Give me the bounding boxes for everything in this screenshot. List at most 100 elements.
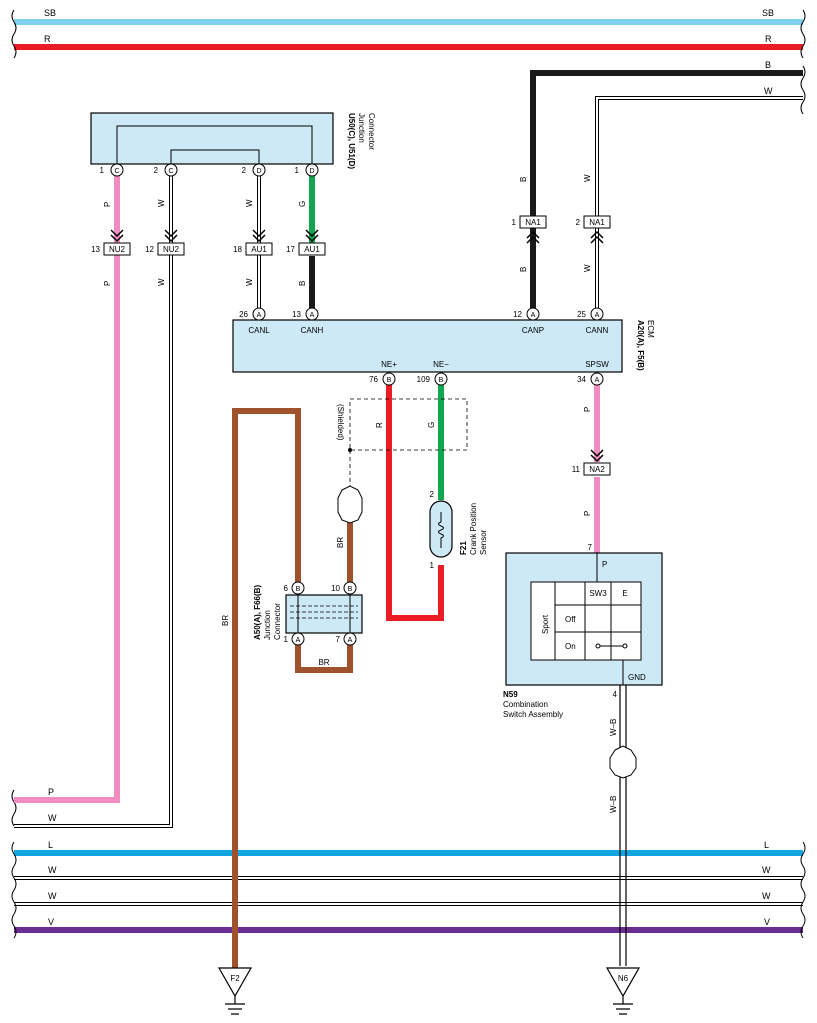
wire-label: W–B	[609, 796, 618, 813]
pin-conn-letter: D	[309, 168, 314, 175]
combo-switch-internal-wires	[596, 553, 624, 685]
shielded-label: (Shielded)	[336, 404, 345, 441]
crank-sensor-coil	[438, 512, 444, 548]
pin-number: 109	[417, 375, 431, 384]
wire-label: G	[298, 201, 307, 207]
wire-label: W–B	[609, 719, 618, 736]
pin-number: 1	[295, 166, 300, 175]
crank-sensor-pin-bottom: 1	[430, 561, 435, 570]
combo-switch-col-e: E	[622, 589, 627, 598]
bus-label-v-right: V	[764, 917, 770, 927]
junction-internal-link-2	[170, 149, 260, 164]
ground-label: F2	[230, 974, 240, 983]
connector-pin: 13	[91, 245, 100, 254]
combo-switch-row-on: On	[565, 642, 576, 651]
ecm: A20(A), F5(B) ECM A 26 CANL A 13 CANH A …	[232, 307, 655, 386]
combo-switch-pin-p: 7	[588, 543, 593, 552]
crank-sensor-name-2: Sensor	[479, 529, 488, 555]
wire-label: P	[103, 281, 112, 286]
bus-label-r-left: R	[44, 34, 51, 44]
pin-number: 7	[336, 635, 341, 644]
pin-conn-letter: A	[348, 637, 353, 644]
pin-number: 34	[577, 375, 586, 384]
jc2-name-1: Junction	[263, 610, 272, 640]
junction-connector-a50-f66: B 6 B 10 A 1 A 7 A50(A), F66(B) Junction…	[253, 581, 363, 646]
pin-number: 1	[284, 635, 289, 644]
jc2-pin-6b: B 6	[284, 581, 305, 595]
bus-label-r-right: R	[765, 34, 772, 44]
pin-conn-letter: B	[348, 586, 353, 593]
junction-pin-2d: D 2	[242, 163, 266, 177]
ecm-code: A20(A), F5(B)	[636, 320, 645, 371]
pin-conn-letter: B	[296, 586, 301, 593]
wire-w-cann-fill	[596, 97, 803, 312]
pin-label: CANH	[301, 326, 324, 335]
wb-splice	[609, 745, 637, 779]
pin-label: NE+	[381, 360, 397, 369]
wire-label: G	[427, 422, 436, 428]
jc2-pin-1a: A 1	[284, 632, 305, 646]
connector-pin: 18	[233, 245, 242, 254]
bus-label-sb-left: SB	[44, 8, 56, 18]
bus-label-w2-left: W	[48, 891, 57, 901]
combo-switch-label-gnd: GND	[628, 673, 646, 682]
pin-label: SPSW	[585, 360, 609, 369]
shield: (Shielded)	[336, 398, 468, 524]
junction-connector-u50-u51: U50(C), U51(D) Junction Connector C 1 C …	[90, 112, 376, 177]
bus-label-w-left: W	[48, 813, 57, 823]
bus-lines: SB SB R R B W P W L L W W W W V V	[11, 8, 806, 939]
wire-label: P	[583, 511, 592, 516]
junction-connector-body	[90, 112, 334, 165]
pin-label: CANN	[586, 326, 609, 335]
combo-switch-contact	[595, 643, 628, 649]
pin-conn-letter: A	[531, 312, 536, 319]
bus-label-b: B	[765, 60, 771, 70]
inline-connectors: NU2 13 NU2 12 AU1 18 AU1 17 NA1 1	[91, 215, 611, 476]
wire-p-nu2	[14, 175, 120, 803]
wire-b-canp	[530, 70, 803, 312]
combination-switch-assembly: SW3 E Sport Off On P GND 7 4 N59 Combina…	[503, 543, 663, 719]
connector-pin: 12	[145, 245, 154, 254]
pin-number: 2	[242, 166, 247, 175]
inline-connector-au1-18: AU1 18	[233, 229, 273, 256]
bus-label-w-top: W	[764, 86, 773, 96]
bus-label-p: P	[48, 787, 54, 797]
shield-node	[348, 448, 352, 452]
pin-conn-letter: A	[310, 312, 315, 319]
junction-connector-name-2: Connector	[367, 113, 376, 150]
bus-w-left-outline	[14, 250, 173, 828]
combo-switch-row-header: Sport	[541, 614, 550, 634]
connector-name: NU2	[109, 245, 126, 254]
ecm-pin-ne-plus: B 76 NE+	[369, 360, 397, 386]
inline-connector-nu2-12: NU2 12	[145, 229, 185, 256]
junction-pin-1c: C 1	[100, 163, 124, 177]
jc2-pin-10b: B 10	[331, 581, 357, 595]
pin-number: 25	[577, 310, 586, 319]
junction-pin-1d: D 1	[295, 163, 319, 177]
connector-pin: 11	[572, 465, 581, 474]
wire-br-bottom	[295, 640, 353, 673]
shield-splice	[337, 485, 363, 524]
wire-label: W	[583, 174, 592, 182]
connector-name: NA2	[589, 465, 605, 474]
wire-label: W	[157, 199, 166, 207]
pin-conn-letter: A	[257, 312, 262, 319]
wire-br-left	[232, 408, 301, 968]
pin-conn-letter: A	[296, 637, 301, 644]
crank-sensor-code: F21	[459, 541, 468, 555]
inline-connector-nu2-13: NU2 13	[91, 229, 131, 256]
wire-label: B	[519, 177, 528, 182]
wire-label: P	[103, 202, 112, 207]
crank-position-sensor: 2 1 F21 Crank Position Sensor	[429, 490, 488, 570]
pin-label: NE−	[433, 360, 449, 369]
jc2-pin-7a: A 7	[336, 632, 357, 646]
wires	[14, 70, 803, 968]
wire-labels: P P W W W W G B B B W W R G P P BR BR BR…	[103, 174, 618, 813]
connector-name: NA1	[589, 218, 605, 227]
combo-switch-col-sw3: SW3	[589, 589, 607, 598]
jc2-name-2: Connector	[273, 603, 282, 640]
junction-pin-2c: C 2	[154, 163, 178, 177]
ecm-pin-canh: A 13 CANH	[292, 307, 324, 335]
pin-number: 2	[154, 166, 159, 175]
crank-sensor-body	[429, 500, 453, 558]
